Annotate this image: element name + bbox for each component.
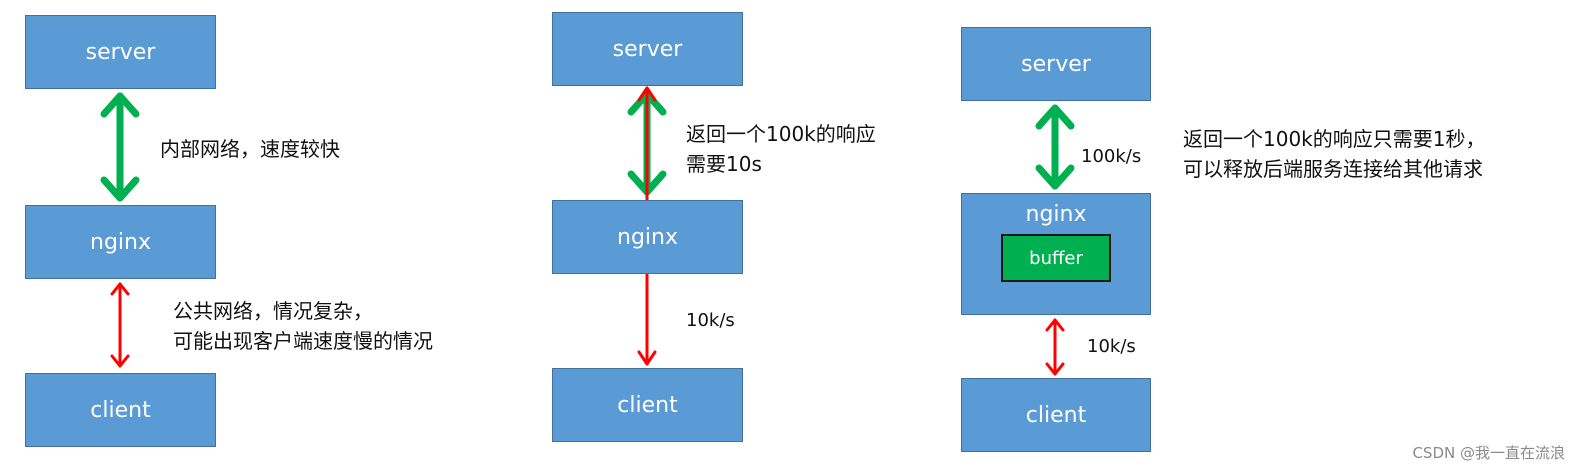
panel2-server-label: server [612, 36, 683, 62]
panel3-speed-top-text: 100k/s [1081, 146, 1142, 167]
panel3-client-label: client [1025, 402, 1087, 428]
panel3-nginx-label: nginx [1025, 202, 1087, 227]
panel1-client-box: client [25, 373, 216, 447]
panel2-server-box: server [552, 12, 743, 86]
panel1-server-box: server [25, 15, 216, 89]
csdn-watermark: CSDN @我一直在流浪 [1412, 442, 1565, 463]
panel1-client-label: client [90, 397, 151, 423]
panel3-speed-top-label: 100k/s [1081, 142, 1141, 172]
panel2-note-line1: 返回一个100k的响应 [686, 122, 876, 146]
panel2-client-label: client [617, 392, 678, 418]
panel1-internal-note-text: 内部网络，速度较快 [160, 137, 340, 161]
panel2-speed-label: 10k/s [686, 306, 735, 336]
panel3-buffer-box: buffer [1001, 234, 1111, 282]
panel3-public-arrow [1045, 318, 1065, 376]
panel2-speed-text: 10k/s [686, 310, 735, 331]
panel3-speed-bottom-text: 10k/s [1087, 336, 1136, 357]
panel3-server-box: server [961, 27, 1151, 101]
panel2-nginx-label: nginx [617, 224, 678, 250]
panel3-note-line1: 返回一个100k的响应只需要1秒， [1183, 127, 1486, 151]
panel1-server-label: server [85, 39, 156, 65]
panel1-internal-arrow [100, 92, 140, 202]
panel1-public-note-line1: 公共网络，情况复杂， [173, 299, 373, 323]
panel2-nginx-box: nginx [552, 200, 743, 274]
panel1-nginx-label: nginx [90, 229, 151, 255]
panel1-internal-note: 内部网络，速度较快 [160, 134, 340, 164]
panel2-note-line2: 需要10s [686, 152, 762, 176]
panel3-response-note: 返回一个100k的响应只需要1秒， 可以释放后端服务连接给其他请求 [1183, 124, 1485, 184]
panel3-internal-arrow [1035, 104, 1075, 190]
panel1-nginx-box: nginx [25, 205, 216, 279]
panel3-client-box: client [961, 378, 1151, 452]
panel3-note-line2: 可以释放后端服务连接给其他请求 [1183, 157, 1483, 181]
panel1-public-arrow [110, 282, 130, 368]
watermark-text: CSDN @我一直在流浪 [1412, 444, 1565, 462]
panel3-speed-bottom-label: 10k/s [1087, 332, 1136, 362]
panel2-response-note: 返回一个100k的响应 需要10s [686, 119, 876, 179]
panel1-public-note-line2: 可能出现客户端速度慢的情况 [173, 329, 433, 353]
panel1-public-note: 公共网络，情况复杂， 可能出现客户端速度慢的情况 [173, 296, 433, 356]
panel3-server-label: server [1021, 51, 1091, 77]
panel3-buffer-label: buffer [1029, 247, 1083, 269]
panel2-client-box: client [552, 368, 743, 442]
